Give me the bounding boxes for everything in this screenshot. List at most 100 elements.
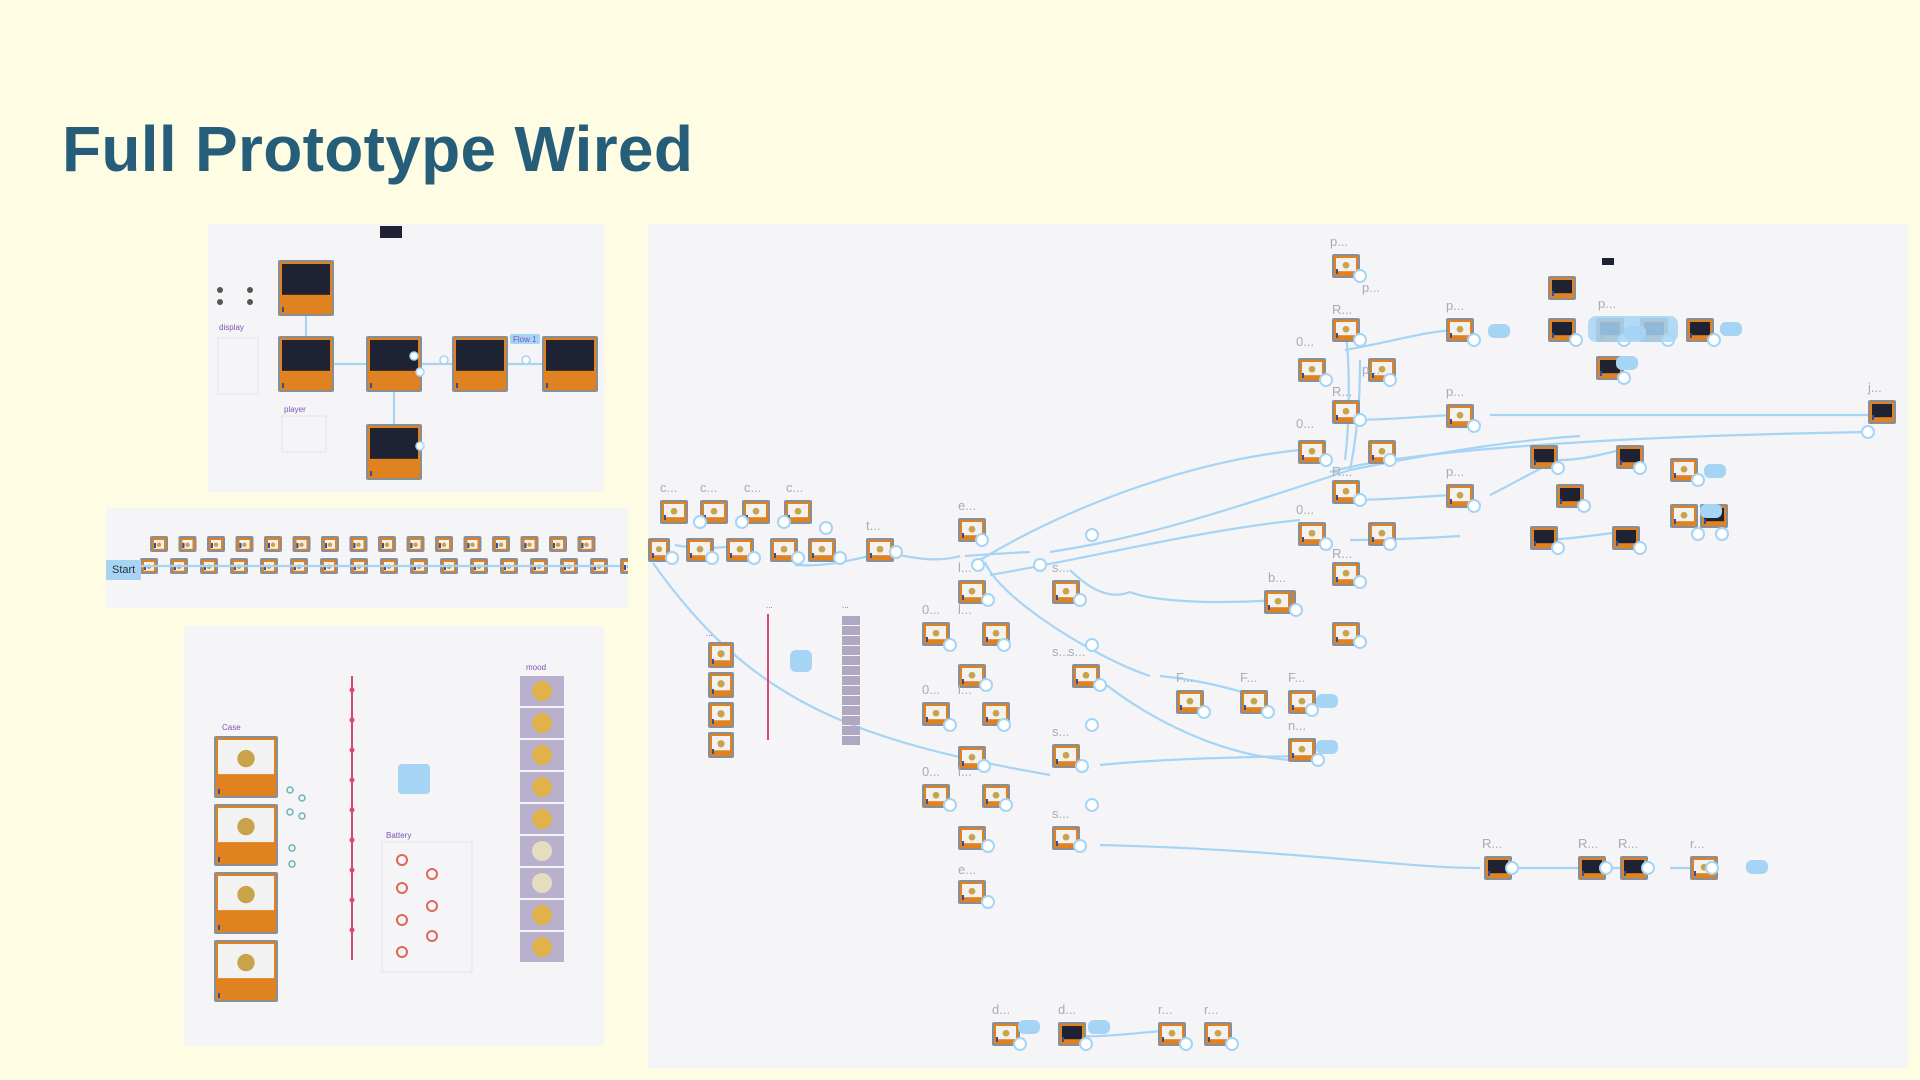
device-node[interactable] [1548, 276, 1576, 300]
connector-handle[interactable] [1079, 1037, 1093, 1051]
device-node[interactable] [520, 536, 539, 552]
connector-handle[interactable] [889, 545, 903, 559]
device-node[interactable] [278, 336, 334, 392]
device-node[interactable] [577, 536, 596, 552]
connector-handle[interactable] [1197, 705, 1211, 719]
device-node[interactable] [922, 622, 950, 646]
connector-handle[interactable] [693, 515, 707, 529]
device-node[interactable] [292, 536, 311, 552]
device-node[interactable] [660, 500, 688, 524]
connector-handle[interactable] [1551, 541, 1565, 555]
device-node[interactable] [1612, 526, 1640, 550]
connector-handle[interactable] [977, 759, 991, 773]
connector-handle[interactable] [439, 355, 449, 365]
connector-handle[interactable] [521, 355, 531, 365]
connector-handle[interactable] [1551, 461, 1565, 475]
connector-handle[interactable] [981, 839, 995, 853]
connector-handle[interactable] [1073, 839, 1087, 853]
connector-handle[interactable] [1715, 527, 1729, 541]
connector-handle[interactable] [943, 718, 957, 732]
connector-handle[interactable] [409, 351, 419, 361]
device-node[interactable] [648, 538, 670, 562]
connector-handle[interactable] [1085, 638, 1099, 652]
connector-handle[interactable] [1319, 537, 1333, 551]
device-node[interactable] [620, 558, 628, 574]
device-node[interactable] [708, 702, 734, 728]
device-node[interactable] [708, 642, 734, 668]
connector-handle[interactable] [1353, 575, 1367, 589]
connector-handle[interactable] [747, 551, 761, 565]
device-node[interactable] [1530, 445, 1558, 469]
device-node[interactable] [207, 536, 225, 552]
device-node[interactable] [1332, 400, 1360, 424]
start-flow-button[interactable]: Start [106, 560, 142, 580]
connector-handle[interactable] [1641, 861, 1655, 875]
device-node[interactable] [542, 336, 598, 392]
device-node[interactable] [214, 804, 278, 866]
connector-handle[interactable] [943, 638, 957, 652]
device-node[interactable] [700, 500, 728, 524]
device-node[interactable] [1368, 522, 1396, 546]
device-node[interactable] [1176, 690, 1204, 714]
device-node[interactable] [866, 538, 894, 562]
device-node[interactable] [1332, 562, 1360, 586]
device-node[interactable] [150, 536, 168, 552]
connector-handle[interactable] [1261, 705, 1275, 719]
connector-handle[interactable] [975, 533, 989, 547]
device-node[interactable] [178, 536, 197, 552]
hotspot-badge-icon[interactable] [1316, 694, 1338, 708]
connector-handle[interactable] [1691, 473, 1705, 487]
device-node[interactable] [1298, 522, 1326, 546]
connector-handle[interactable] [1633, 461, 1647, 475]
connector-handle[interactable] [981, 593, 995, 607]
connector-handle[interactable] [1073, 593, 1087, 607]
connector-handle[interactable] [1707, 333, 1721, 347]
connector-handle[interactable] [1467, 419, 1481, 433]
connector-handle[interactable] [1305, 703, 1319, 717]
device-node[interactable] [1620, 856, 1648, 880]
device-node[interactable] [214, 736, 278, 798]
connector-handle[interactable] [705, 551, 719, 565]
device-node[interactable] [770, 538, 798, 562]
device-node[interactable] [214, 872, 278, 934]
device-node[interactable] [992, 1022, 1020, 1046]
connector-handle[interactable] [833, 551, 847, 565]
device-node[interactable] [1484, 856, 1512, 880]
device-node[interactable] [1868, 400, 1896, 424]
device-node[interactable] [1446, 404, 1474, 428]
device-node[interactable] [1446, 484, 1474, 508]
connector-handle[interactable] [415, 441, 425, 451]
device-node[interactable] [958, 664, 986, 688]
device-node[interactable] [1686, 318, 1714, 342]
connector-handle[interactable] [999, 798, 1013, 812]
device-node[interactable] [492, 536, 510, 552]
hotspot-badge-icon[interactable] [1088, 1020, 1110, 1034]
connector-handle[interactable] [1505, 861, 1519, 875]
device-node[interactable] [726, 538, 754, 562]
connector-handle[interactable] [1383, 453, 1397, 467]
device-node[interactable] [1298, 440, 1326, 464]
hotspot-badge-icon[interactable] [1704, 464, 1726, 478]
main-flow-canvas[interactable]: c...c...c...c...t...e...l...s...b...0...… [648, 224, 1908, 1068]
hotspot-badge-icon[interactable] [1488, 324, 1510, 338]
device-node[interactable] [1264, 590, 1292, 614]
connector-handle[interactable] [979, 678, 993, 692]
connector-handle[interactable] [997, 638, 1011, 652]
device-node[interactable] [1058, 1022, 1086, 1046]
device-node[interactable] [1052, 744, 1080, 768]
connector-handle[interactable] [415, 367, 425, 377]
hotspot-badge-icon[interactable] [1720, 322, 1742, 336]
connector-handle[interactable] [1617, 371, 1631, 385]
device-node[interactable] [784, 500, 812, 524]
device-node[interactable] [958, 880, 986, 904]
connector-handle[interactable] [665, 551, 679, 565]
device-node[interactable] [1332, 318, 1360, 342]
device-node[interactable] [1548, 318, 1576, 342]
device-node[interactable] [958, 826, 986, 850]
device-node[interactable] [1332, 480, 1360, 504]
device-node[interactable] [406, 536, 425, 552]
connector-handle[interactable] [1633, 541, 1647, 555]
connector-handle[interactable] [1311, 753, 1325, 767]
device-node[interactable] [549, 536, 567, 552]
sequence-strip-canvas[interactable]: Start [106, 508, 628, 608]
